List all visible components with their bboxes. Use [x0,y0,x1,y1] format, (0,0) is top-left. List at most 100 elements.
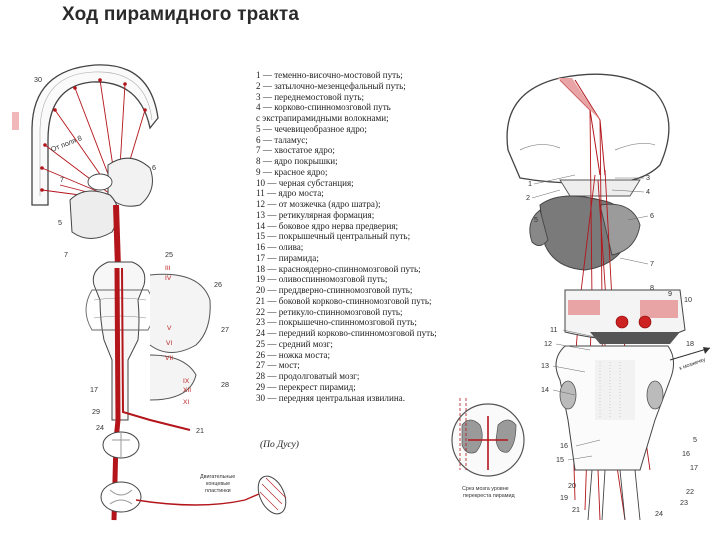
legend-item: 1 — теменно-височно-мостовой путь; [256,70,403,80]
svg-text:Двигательные: Двигательные [200,474,235,480]
pons-lateral [149,273,211,353]
svg-text:8: 8 [650,283,654,292]
legend-item: 9 — красное ядро; [256,166,328,177]
source-note: (По Дусу) [260,440,299,450]
legend-item: 4 — корково-спинномозговой путь [256,102,391,113]
legend-item: 2 — затылочно-мезенцефальный путь; [256,80,406,91]
legend-item: с экстрапирамидными волокнами; [256,113,389,123]
svg-text:7: 7 [64,250,68,259]
thalamus [107,157,153,207]
svg-text:19: 19 [560,493,568,502]
cerebral-hemisphere [506,73,670,184]
svg-text:25: 25 [165,250,173,259]
legend-item: 29 — перекрест пирамид; [256,381,356,392]
svg-text:3: 3 [646,173,650,182]
svg-text:13: 13 [541,361,549,370]
svg-text:XII: XII [183,387,191,394]
red-nucleus-left [615,315,629,329]
motor-nerve [135,489,269,506]
pyramid-decussation-inset: Срез мозга уровне перекреста пирамид [451,398,525,499]
legend-item: 22 — ретикуло-спинномозговой путь; [256,306,403,317]
legend-item: 5 — чечевицеобразное ядро; [256,123,367,134]
svg-text:14: 14 [541,385,549,394]
svg-text:VI: VI [166,340,172,347]
descending-tract [111,267,121,521]
svg-text:24: 24 [96,423,104,432]
svg-text:21: 21 [196,426,204,435]
svg-text:Срез мозга уровне: Срез мозга уровне [462,486,509,492]
svg-text:23: 23 [680,498,688,507]
medulla-lateral [149,354,197,401]
legend-item: 8 — ядро покрышки; [256,156,338,166]
legend-item: 6 — таламус; [256,134,308,145]
svg-text:30: 30 [34,75,42,84]
olive-left [559,380,577,410]
muscle [257,475,287,515]
svg-text:15: 15 [556,455,564,464]
svg-text:24: 24 [655,509,663,518]
legend-item: 13 — ретикулярная формация; [256,209,375,220]
svg-text:6: 6 [650,211,654,220]
svg-text:17: 17 [90,385,98,394]
legend-item: 15 — покрышечный центральный путь; [256,231,411,242]
red-nucleus-right [638,315,652,329]
corpus-callosum [559,179,641,197]
svg-text:16: 16 [682,449,690,458]
lentiform-nucleus [69,190,119,239]
svg-text:VII: VII [165,355,173,362]
svg-text:29: 29 [92,407,100,416]
svg-text:5: 5 [693,435,697,444]
legend-item: 19 — оливоспинномозговой путь; [256,274,388,285]
legend-item: 27 — мост; [256,360,300,371]
legend-item: 11 — ядро моста; [256,188,324,199]
svg-text:11: 11 [550,325,557,334]
edge-marker [12,112,19,130]
legend-item: 26 — ножка моста; [256,349,331,360]
legend-item: 12 — от мозжечка (ядро шатра); [256,199,381,209]
svg-text:5: 5 [58,218,62,227]
legend-item: 25 — средний мозг; [256,338,333,349]
svg-text:XI: XI [183,399,189,406]
legend-item: 3 — переднемостовой путь; [256,91,365,102]
legend-item: 7 — хвостатое ядро; [256,145,335,156]
svg-text:18: 18 [686,339,694,348]
svg-text:4: 4 [646,187,650,196]
svg-text:V: V [167,325,172,332]
svg-text:16: 16 [560,441,568,450]
legend-item: 21 — боковой корково-спинномозговой путь… [256,295,432,306]
svg-text:10: 10 [684,295,692,304]
legend-item: 14 — боковое ядро нерва предверия; [256,220,399,231]
svg-text:12: 12 [544,339,552,348]
svg-text:III: III [165,265,171,272]
page-title: Ход пирамидного тракта [62,4,300,25]
legend-item: 10 — черная субстанция; [256,177,354,188]
svg-text:21: 21 [572,505,580,514]
legend-item: 20 — преддверно-спинномозговой путь; [256,285,413,295]
svg-text:9: 9 [668,289,672,298]
svg-text:27: 27 [221,325,229,334]
legend-item: 23 — покрышечно-спинномозговой путь; [256,317,417,328]
precentral-gyrus-arc [31,64,159,206]
olive-right [646,380,664,410]
svg-text:IX: IX [183,378,190,385]
svg-text:7: 7 [60,175,64,184]
svg-text:5: 5 [534,215,538,224]
svg-text:к мозжечку: к мозжечку [679,357,707,372]
legend-item: 16 — олива; [256,242,304,252]
svg-text:концевые: концевые [206,481,230,487]
svg-text:1: 1 [528,179,532,188]
svg-text:От поля 8: От поля 8 [49,133,83,154]
caudate-head [87,173,113,191]
svg-text:28: 28 [221,380,229,389]
legend-item: 18 — красноядерно-спинномозговой путь; [256,263,421,274]
svg-text:17: 17 [690,463,698,472]
svg-text:2: 2 [526,193,530,202]
legend-item: 17 — пирамида; [256,252,319,263]
svg-text:7: 7 [650,259,654,268]
fiber-origin-dots [40,78,147,192]
thalamus-gray [599,203,641,256]
svg-text:6: 6 [152,163,156,172]
